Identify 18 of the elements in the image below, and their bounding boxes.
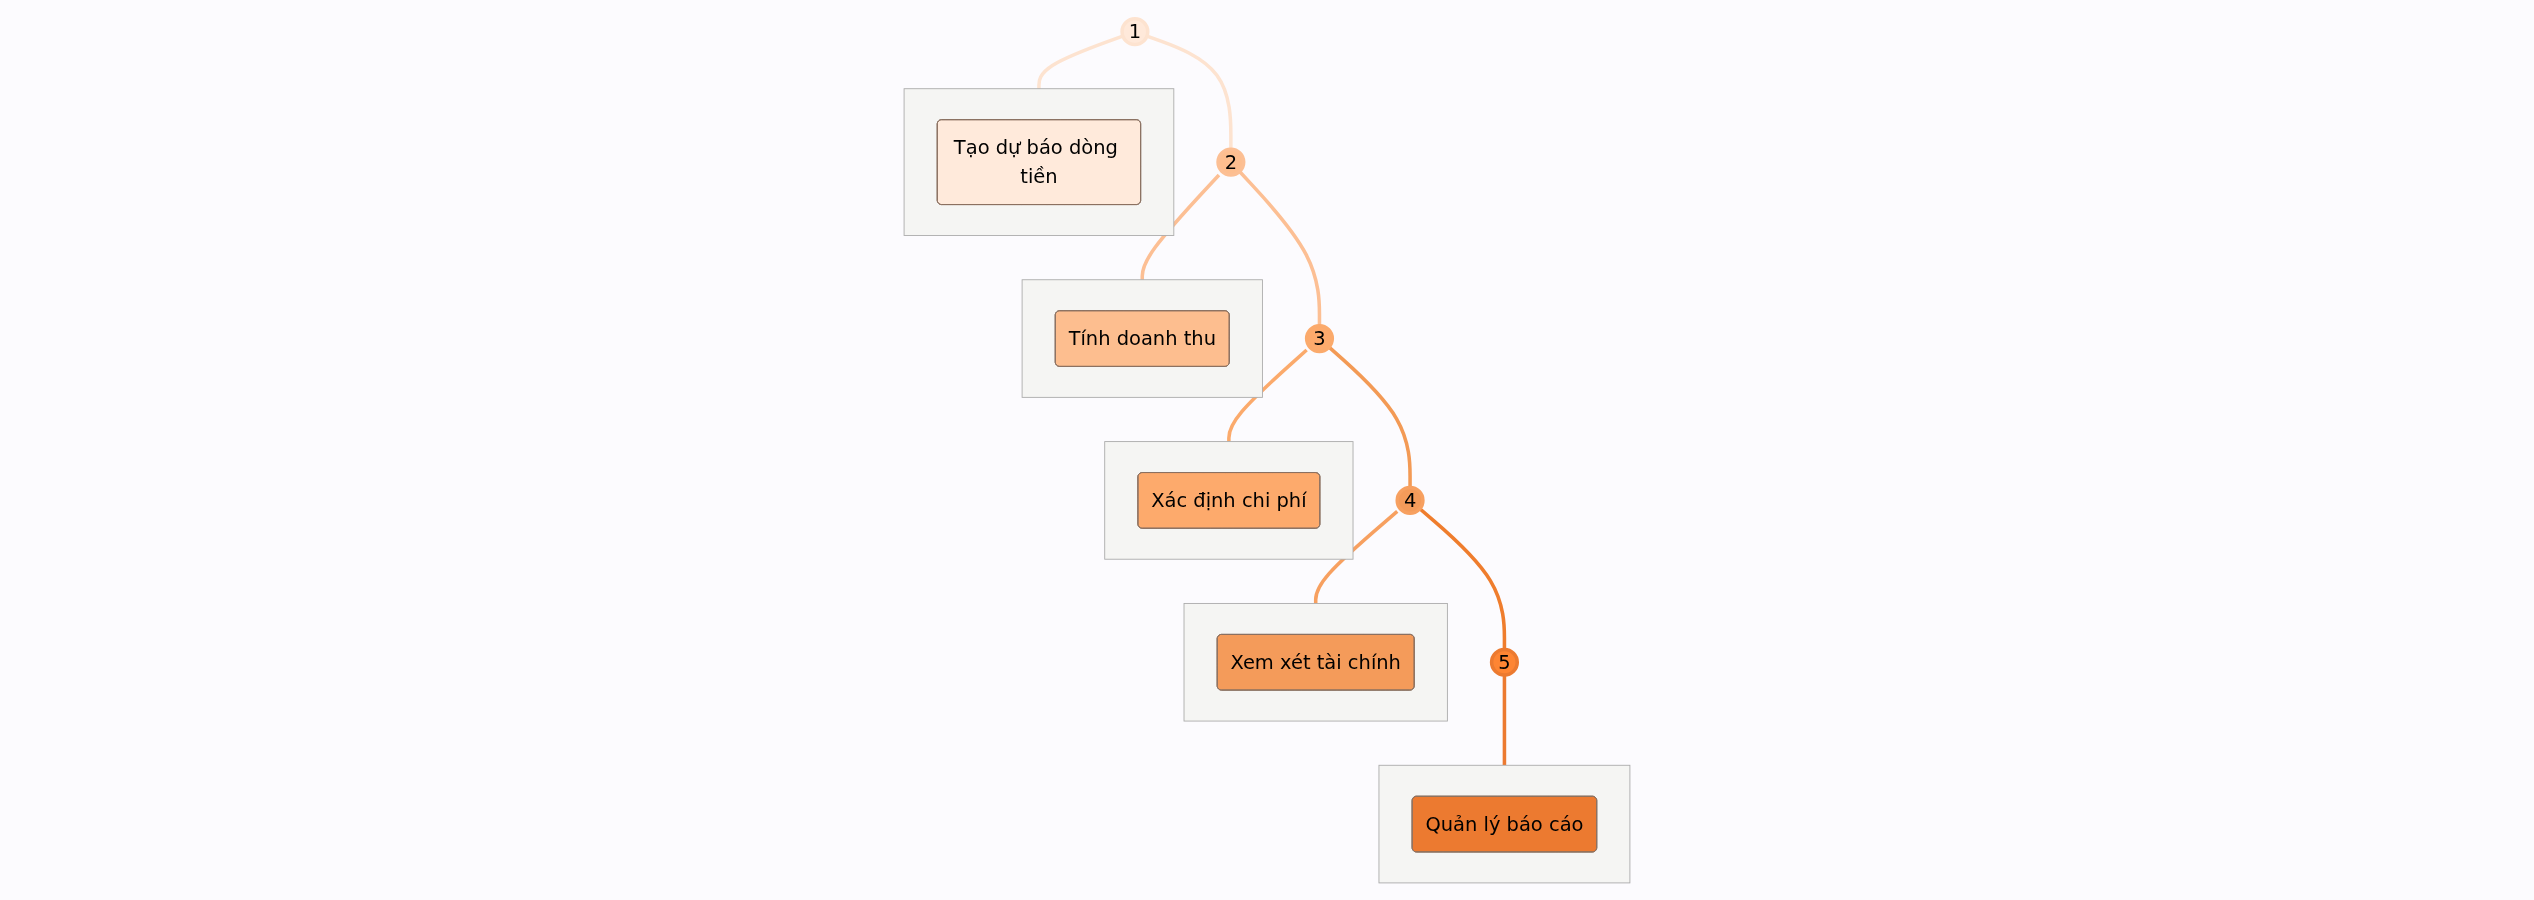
connector: [1327, 345, 1412, 488]
connector: [1140, 173, 1221, 280]
cluster: [1378, 764, 1631, 884]
connector: [1313, 510, 1399, 604]
node-circle: 1: [1120, 17, 1150, 47]
connector: [1418, 507, 1507, 650]
node-circle: 5: [1489, 647, 1520, 677]
connector: [1238, 170, 1322, 326]
connector: [1502, 675, 1507, 766]
connector: [1227, 348, 1308, 442]
node-circle: 2: [1216, 147, 1246, 177]
node-circle: 3: [1304, 323, 1335, 354]
node-circle: 4: [1395, 485, 1425, 515]
cluster: [903, 88, 1175, 236]
cluster: [1104, 441, 1354, 560]
cluster: [1021, 279, 1263, 398]
connector: [1037, 34, 1123, 89]
cluster: [1183, 603, 1448, 722]
